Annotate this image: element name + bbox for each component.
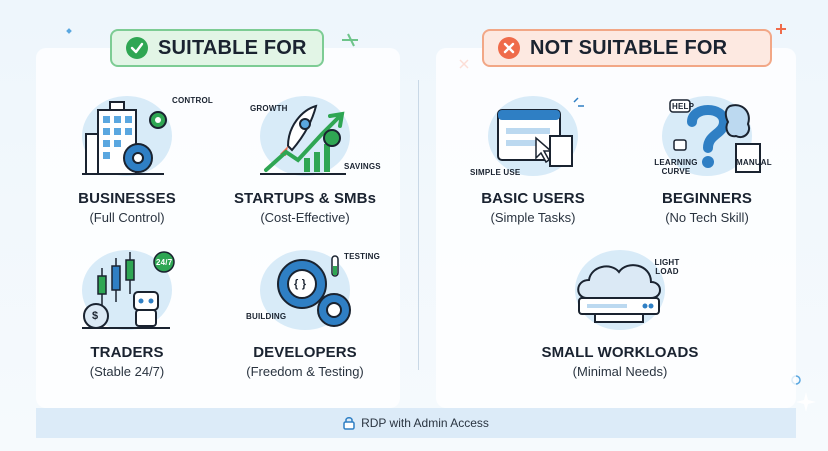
tag-light-load: LIGHT LOAD [654,258,680,276]
card-subtitle: (Freedom & Testing) [246,364,364,379]
card-title: SMALL WORKLOADS [541,344,699,361]
check-icon [126,37,148,59]
tag-control: CONTROL [172,96,213,105]
card-subtitle: (Full Control) [89,210,165,225]
card-beginners: HELP LEARNING CURVE MANUAL BEGINNERS (No… [622,96,792,225]
browser-window-icon [497,97,584,167]
section-divider [418,80,419,370]
tag-manual: MANUAL [736,158,772,167]
coin-symbol: $ [92,310,99,322]
not-suitable-header-text: NOT SUITABLE FOR [530,36,728,59]
sparkle-icon [66,28,72,34]
card-title: STARTUPS & SMBs [233,190,377,207]
card-subtitle: (Simple Tasks) [490,210,576,225]
building-gear-icon [82,101,167,175]
card-businesses: CONTROL BUSINESSES (Full Control) [42,96,213,225]
card-subtitle: (Stable 24/7) [89,364,165,379]
tag-simple-use: SIMPLE USE [470,168,521,177]
card-subtitle: (Cost-Effective) [260,210,350,225]
sparkle-icon [776,24,786,34]
candlestick-bot-icon [82,251,175,329]
tag-savings: SAVINGS [344,162,381,171]
card-title: BEGINNERS [661,190,753,207]
card-title: TRADERS [90,344,164,361]
footer-bar: RDP with Admin Access [36,408,796,438]
question-brain-icon [669,99,761,173]
tag-help: HELP [672,102,695,111]
cross-icon [498,37,520,59]
card-small-workloads: LIGHT LOAD SMALL WORKLOADS (Minimal Need… [535,250,705,379]
cloud-server-icon [577,264,661,323]
code-gears-icon [277,255,351,327]
sparkle-icon [342,33,358,47]
card-title: DEVELOPERS [253,344,357,361]
suitable-header-text: SUITABLE FOR [158,36,307,59]
code-braces: { } [294,278,307,290]
card-traders: $ 24/7 TRADERS (Stable 24/7) [42,250,212,379]
suitable-header: SUITABLE FOR [110,29,324,67]
rocket-growth-icon [260,104,346,175]
card-developers: { } TESTING BUILDING DEVELOPERS (Freedom… [220,250,390,379]
tag-24-7: 24/7 [156,258,173,267]
sparkle-icon [796,392,816,412]
card-title: BUSINESSES [78,190,176,207]
lock-icon [343,417,355,430]
tag-testing: TESTING [344,252,381,261]
tag-building: BUILDING [246,312,287,321]
card-title: BASIC USERS [481,190,585,207]
footer-text: RDP with Admin Access [361,416,489,430]
card-subtitle: (Minimal Needs) [572,364,668,379]
card-startups: GROWTH SAVINGS STARTUPS & SMBs (Cost-Eff… [220,96,390,225]
tag-growth: GROWTH [250,104,288,113]
card-basic-users: SIMPLE USE BASIC USERS (Simple Tasks) [448,96,618,225]
not-suitable-header: NOT SUITABLE FOR [482,29,772,67]
card-subtitle: (No Tech Skill) [665,210,749,225]
tag-learning-curve: LEARNING CURVE [654,158,698,176]
